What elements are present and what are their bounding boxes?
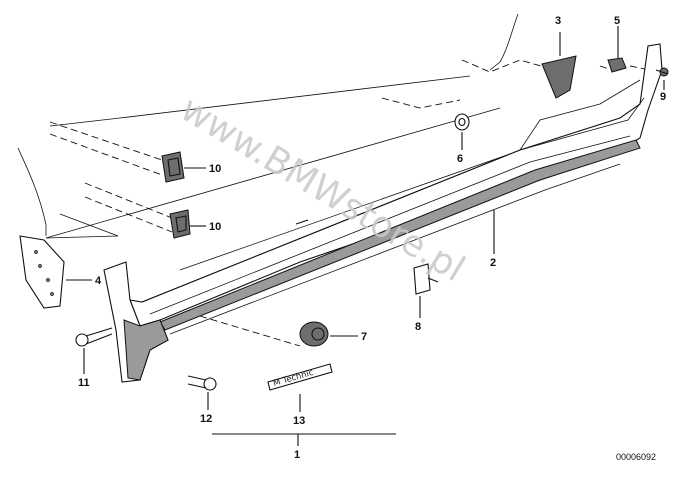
part-13-badge: M Technic (267, 363, 333, 391)
callout-7: 7 (361, 331, 367, 343)
front-flap (103, 261, 169, 383)
body-edge-lines (45, 75, 501, 239)
callout-6: 6 (457, 153, 463, 165)
car-body-outline (17, 13, 519, 239)
part-10-clip-lower (169, 209, 191, 239)
part-12-screw (187, 375, 217, 391)
part-3-bracket (541, 55, 577, 99)
part-9-screw (655, 67, 669, 77)
diagram-id: 00006092 (616, 452, 656, 462)
callout-2: 2 (490, 257, 496, 269)
callout-10-lower: 10 (209, 221, 221, 233)
badge-text: M Technic (272, 368, 315, 389)
part-7-cap (299, 321, 329, 347)
callout-1: 1 (294, 449, 300, 461)
callout-4: 4 (95, 275, 102, 287)
assembly-bar (212, 433, 396, 446)
callout-10-upper: 10 (209, 163, 221, 175)
callout-9: 9 (660, 91, 666, 103)
side-skirt (129, 43, 663, 335)
callout-labels: 1 2 3 4 5 6 7 8 9 10 10 11 12 13 (78, 15, 666, 461)
callout-12: 12 (200, 413, 212, 425)
callout-11: 11 (78, 377, 90, 389)
leader-lines (66, 26, 665, 412)
callout-5: 5 (614, 15, 620, 27)
callout-8: 8 (415, 321, 421, 333)
part-6-grommet (454, 113, 470, 131)
part-11-screw (75, 327, 113, 347)
part-8-stud (413, 263, 439, 295)
part-5-clip (607, 57, 627, 73)
part-4-mudflap (19, 235, 65, 309)
assembly-guide-lines (49, 59, 661, 347)
callout-3: 3 (555, 15, 561, 27)
callout-13: 13 (293, 415, 305, 427)
part-10-clip-upper (161, 151, 185, 183)
